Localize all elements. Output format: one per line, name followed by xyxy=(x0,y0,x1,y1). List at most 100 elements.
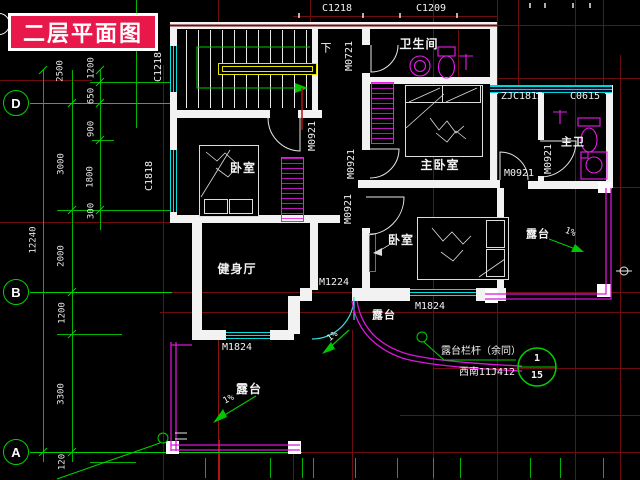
window-bay-zjc1815-c0615 xyxy=(490,85,612,93)
grid-line xyxy=(310,0,311,25)
shower-fixture xyxy=(553,110,567,124)
wall xyxy=(288,296,300,334)
grid-line xyxy=(603,0,604,92)
grid-line xyxy=(400,415,640,416)
grid-line xyxy=(218,338,219,440)
door-sill-m1824-left xyxy=(226,332,270,339)
dim-3000: 3000 xyxy=(56,153,67,175)
dim-line xyxy=(72,70,73,462)
sink-fixture xyxy=(409,55,431,77)
door-label-m0921: M0921 xyxy=(346,148,357,180)
dim-300: 300 xyxy=(86,202,97,220)
grid-line xyxy=(218,0,219,25)
toilet-bowl xyxy=(437,55,456,79)
pillow xyxy=(486,249,505,277)
grid-line xyxy=(293,16,497,17)
door-arc-m0721 xyxy=(370,44,399,73)
grid-line xyxy=(620,55,621,480)
axis-bubble-d: D xyxy=(3,90,29,116)
wall xyxy=(528,181,612,189)
toilet-tank xyxy=(577,117,601,127)
dim-line xyxy=(92,140,114,141)
slope-label: 1% xyxy=(221,392,236,407)
stair-tread xyxy=(210,30,211,108)
room-label-gym: 健身厅 xyxy=(217,262,257,276)
door-label-m0921: M0921 xyxy=(543,143,554,175)
dim-tick xyxy=(270,458,271,478)
label-leader-arrow xyxy=(373,248,382,256)
dim-1200-bottom: 1200 xyxy=(57,302,68,324)
grid-line xyxy=(293,452,294,480)
dim-tick xyxy=(313,458,314,478)
dim-2000: 2000 xyxy=(56,245,67,267)
wall xyxy=(362,77,497,84)
dim-tick xyxy=(397,458,398,478)
stair-tread xyxy=(198,30,199,108)
room-label-bedroom: 卧室 xyxy=(387,233,415,247)
room-label-master-bedroom: 主卧室 xyxy=(420,158,460,172)
dim-line xyxy=(43,70,44,462)
stair-down-label: 下 xyxy=(320,41,332,55)
wall xyxy=(170,22,497,29)
door-label-m1824: M1824 xyxy=(221,342,253,353)
axis-label-a: A xyxy=(11,444,21,460)
bed-headboard xyxy=(405,85,481,103)
grid-line xyxy=(575,0,576,480)
title-badge: 二层平面图 xyxy=(8,13,158,51)
ax is-label-b: B xyxy=(11,284,21,300)
axis-line-b xyxy=(30,292,172,293)
grid-line xyxy=(0,222,170,223)
wall xyxy=(538,92,544,140)
dim-tick xyxy=(530,458,531,478)
dim-line xyxy=(136,0,137,128)
door-arc-m0921-corridor xyxy=(499,151,529,181)
pillow xyxy=(204,199,228,214)
door-sill-m1824-right xyxy=(410,289,476,296)
grid-line xyxy=(352,330,353,480)
door-arc-m0921-masterbath xyxy=(539,140,577,178)
dim-120: 120 xyxy=(57,453,68,471)
grid-line xyxy=(302,452,640,453)
door-arc-m0921-bedroom-right xyxy=(365,196,405,236)
railing-ref: 西南11J412 xyxy=(458,367,516,378)
dim-tick xyxy=(433,458,434,478)
stair-direction-line xyxy=(196,46,310,89)
bed-master xyxy=(405,85,483,157)
wall xyxy=(192,223,202,332)
bed-fold-line xyxy=(200,149,231,198)
blanket-scribble xyxy=(431,227,472,262)
slope-label: 1% xyxy=(325,329,341,344)
grid-line xyxy=(0,80,92,81)
grid-line xyxy=(518,0,519,92)
dim-line xyxy=(57,210,172,211)
dim-tick xyxy=(560,458,561,478)
wall xyxy=(352,288,368,301)
dim-line xyxy=(100,70,101,230)
railing-note: 露台栏杆（余同） xyxy=(441,346,521,357)
bed-fold-line xyxy=(405,93,445,129)
room-label-master-bath: 主卫 xyxy=(561,135,585,149)
window-c1818 xyxy=(170,150,177,212)
door-label-m0921: M0921 xyxy=(343,193,354,225)
dim-tick xyxy=(603,458,604,478)
stair-tread xyxy=(186,30,187,108)
door-label-m0921: M0921 xyxy=(307,120,318,152)
axis-label-d: D xyxy=(11,95,21,111)
pillow xyxy=(486,220,505,248)
grid-line xyxy=(218,440,220,480)
pillow xyxy=(229,199,253,214)
washer-fixture xyxy=(580,151,608,180)
room-label-terrace: 露台 xyxy=(526,227,550,241)
slope-label: 1% xyxy=(563,225,577,240)
room-label-terrace: 露台 xyxy=(235,382,263,396)
dim-2500: 2500 xyxy=(55,60,66,82)
room-label-bathroom: 卫生间 xyxy=(399,37,439,51)
railing-post xyxy=(598,182,611,193)
bed-fold-line xyxy=(478,258,506,278)
leader-marker xyxy=(416,331,428,343)
shower-fixture xyxy=(459,54,473,70)
door-label-m0921: M0921 xyxy=(503,168,535,179)
wardrobe-master xyxy=(371,82,394,144)
door-label-m1824: M1824 xyxy=(414,301,446,312)
